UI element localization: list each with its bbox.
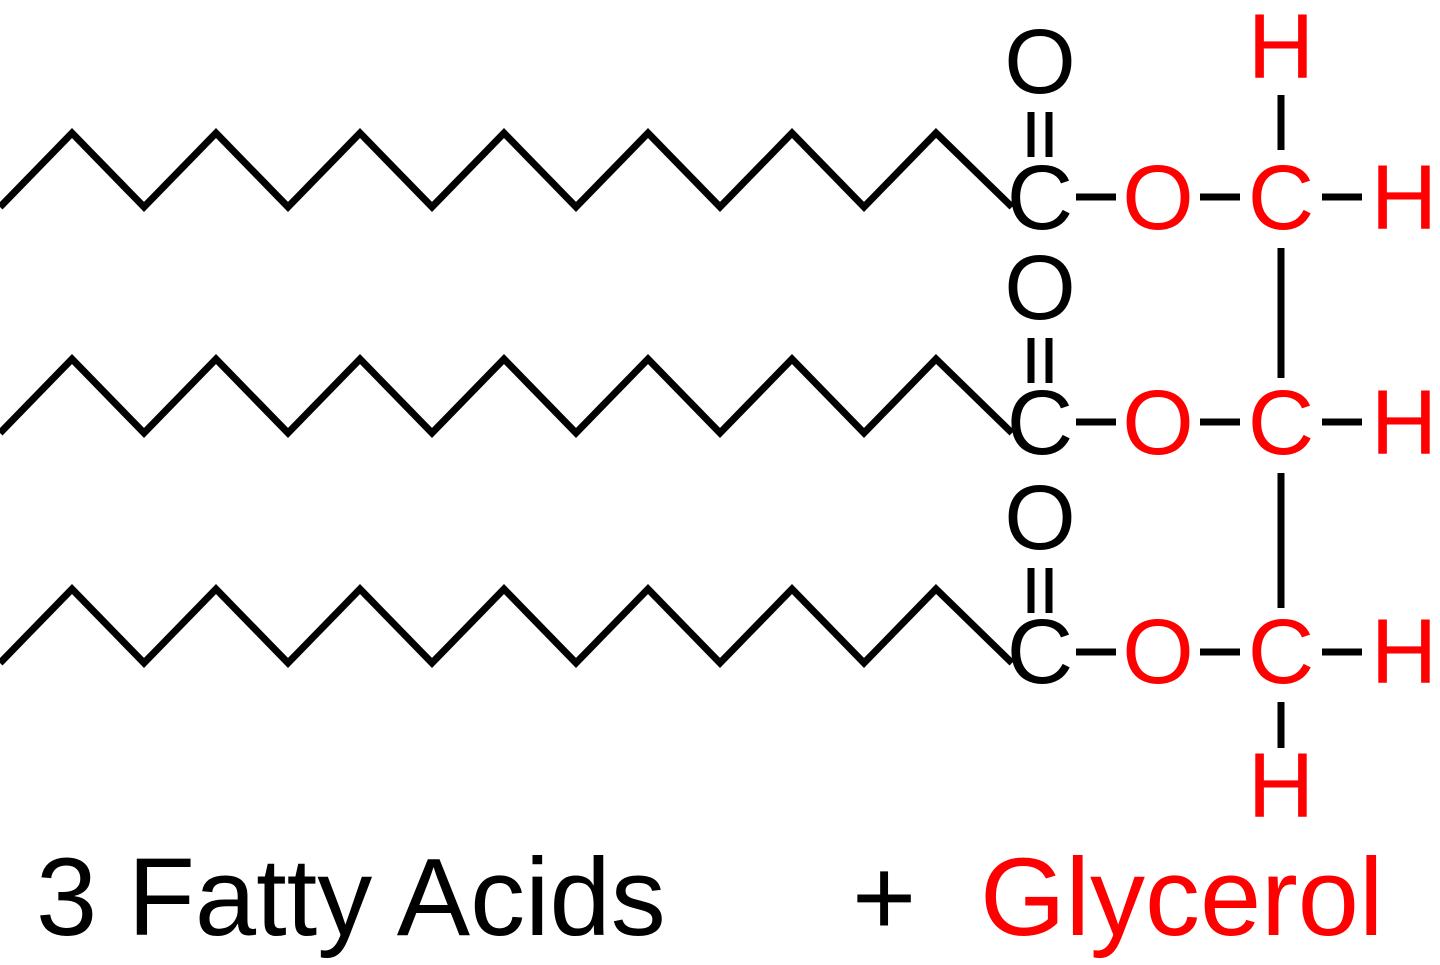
plus-sign: + [852,836,916,959]
caption: 3 Fatty Acids + Glycerol [36,836,1383,959]
glycerol-carbon-2: C [1248,372,1314,474]
glycerol-ester-oxygen-2: O [1122,372,1194,474]
glycerol-bottom-hydrogen: H [1248,735,1314,837]
glycerol-label: Glycerol [980,836,1383,959]
fatty-acid-1-carbonyl-oxygen: O [1004,11,1076,113]
fatty-acid-1-carbonyl-carbon: C [1007,147,1073,249]
glycerol-ester-oxygen-3: O [1122,601,1194,703]
fatty-acid-2-carbonyl-carbon: C [1007,372,1073,474]
glycerol-top-hydrogen: H [1248,0,1314,98]
glycerol-carbon-3: C [1248,601,1314,703]
fatty-acid-1: O C [0,11,1116,249]
glycerol-hydrogen-2: H [1371,372,1437,474]
glycerol-hydrogen-3: H [1371,601,1437,703]
fatty-acid-2-hydrocarbon-chain [0,353,1015,439]
fatty-acids-label: 3 Fatty Acids [36,836,666,959]
glycerol-backbone: H O C H O C H O C H H [1122,0,1437,837]
fatty-acid-3-carbonyl-carbon: C [1007,601,1073,703]
fatty-acid-3-hydrocarbon-chain [0,583,1015,669]
fatty-acid-2: O C [0,237,1116,474]
fatty-acid-1-hydrocarbon-chain [0,127,1015,213]
fatty-acid-3-carbonyl-oxygen: O [1004,467,1076,569]
fatty-acid-2-carbonyl-oxygen: O [1004,237,1076,339]
glycerol-ester-oxygen-1: O [1122,147,1194,249]
fatty-acid-3: O C [0,467,1116,703]
glycerol-hydrogen-1: H [1371,147,1437,249]
glycerol-carbon-1: C [1248,147,1314,249]
